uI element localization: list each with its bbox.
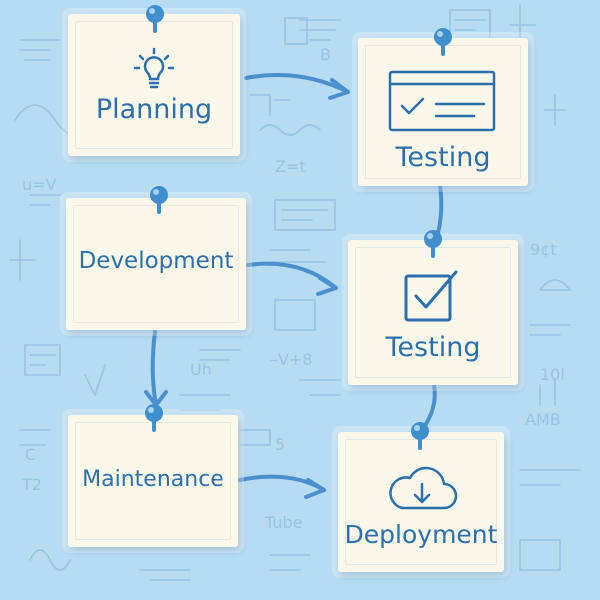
checkbox-icon: [404, 270, 458, 322]
step-label-development: Development: [78, 248, 234, 274]
pin-icon: [434, 28, 452, 56]
step-label-planning: Planning: [95, 94, 213, 125]
step-card-maintenance: Maintenance: [68, 415, 238, 547]
scribble-text: 10l: [540, 365, 565, 384]
cloud-download-icon: [389, 466, 458, 510]
scribble-text: u=V: [22, 175, 57, 194]
scribble-text: 5: [275, 435, 285, 454]
step-label-deployment: Deployment: [344, 520, 498, 549]
step-card-testing-top: Testing: [358, 38, 528, 186]
scribble-text: 9¢t: [530, 240, 557, 259]
step-label-testing-top: Testing: [395, 142, 491, 173]
step-label-testing-middle: Testing: [385, 332, 481, 363]
arrow-development-to-testing: [246, 261, 338, 290]
pin-icon: [150, 186, 168, 214]
step-card-development: Development: [66, 198, 246, 330]
step-card-testing-middle: Testing: [348, 240, 518, 385]
pin-icon: [146, 5, 164, 33]
step-card-planning: Planning: [68, 14, 240, 156]
pin-icon: [411, 422, 429, 450]
arrow-development-to-maintenance: [150, 330, 158, 407]
step-label-maintenance: Maintenance: [82, 467, 224, 492]
arrow-planning-to-testing: [244, 73, 350, 94]
arrow-development-to-testing-head: [316, 276, 338, 296]
step-card-deployment: Deployment: [338, 432, 504, 572]
scribble-text: B: [320, 45, 331, 64]
scribble-text: Z=t: [275, 157, 306, 176]
scribble-text: Tube: [264, 513, 302, 532]
browser-checklist-icon: [388, 70, 496, 132]
pin-icon: [145, 404, 163, 432]
arrow-planning-to-testing-head: [328, 78, 350, 100]
scribble-text: AMB: [525, 410, 561, 429]
lightbulb-icon: [133, 47, 175, 89]
pin-icon: [424, 230, 442, 258]
scribble-text: T2: [21, 475, 42, 494]
arrow-maintenance-to-deployment-head: [304, 478, 326, 499]
scribble-text: C: [25, 445, 36, 464]
scribble-text: –V+8: [270, 350, 313, 369]
scribble-text: Uh: [190, 360, 212, 379]
